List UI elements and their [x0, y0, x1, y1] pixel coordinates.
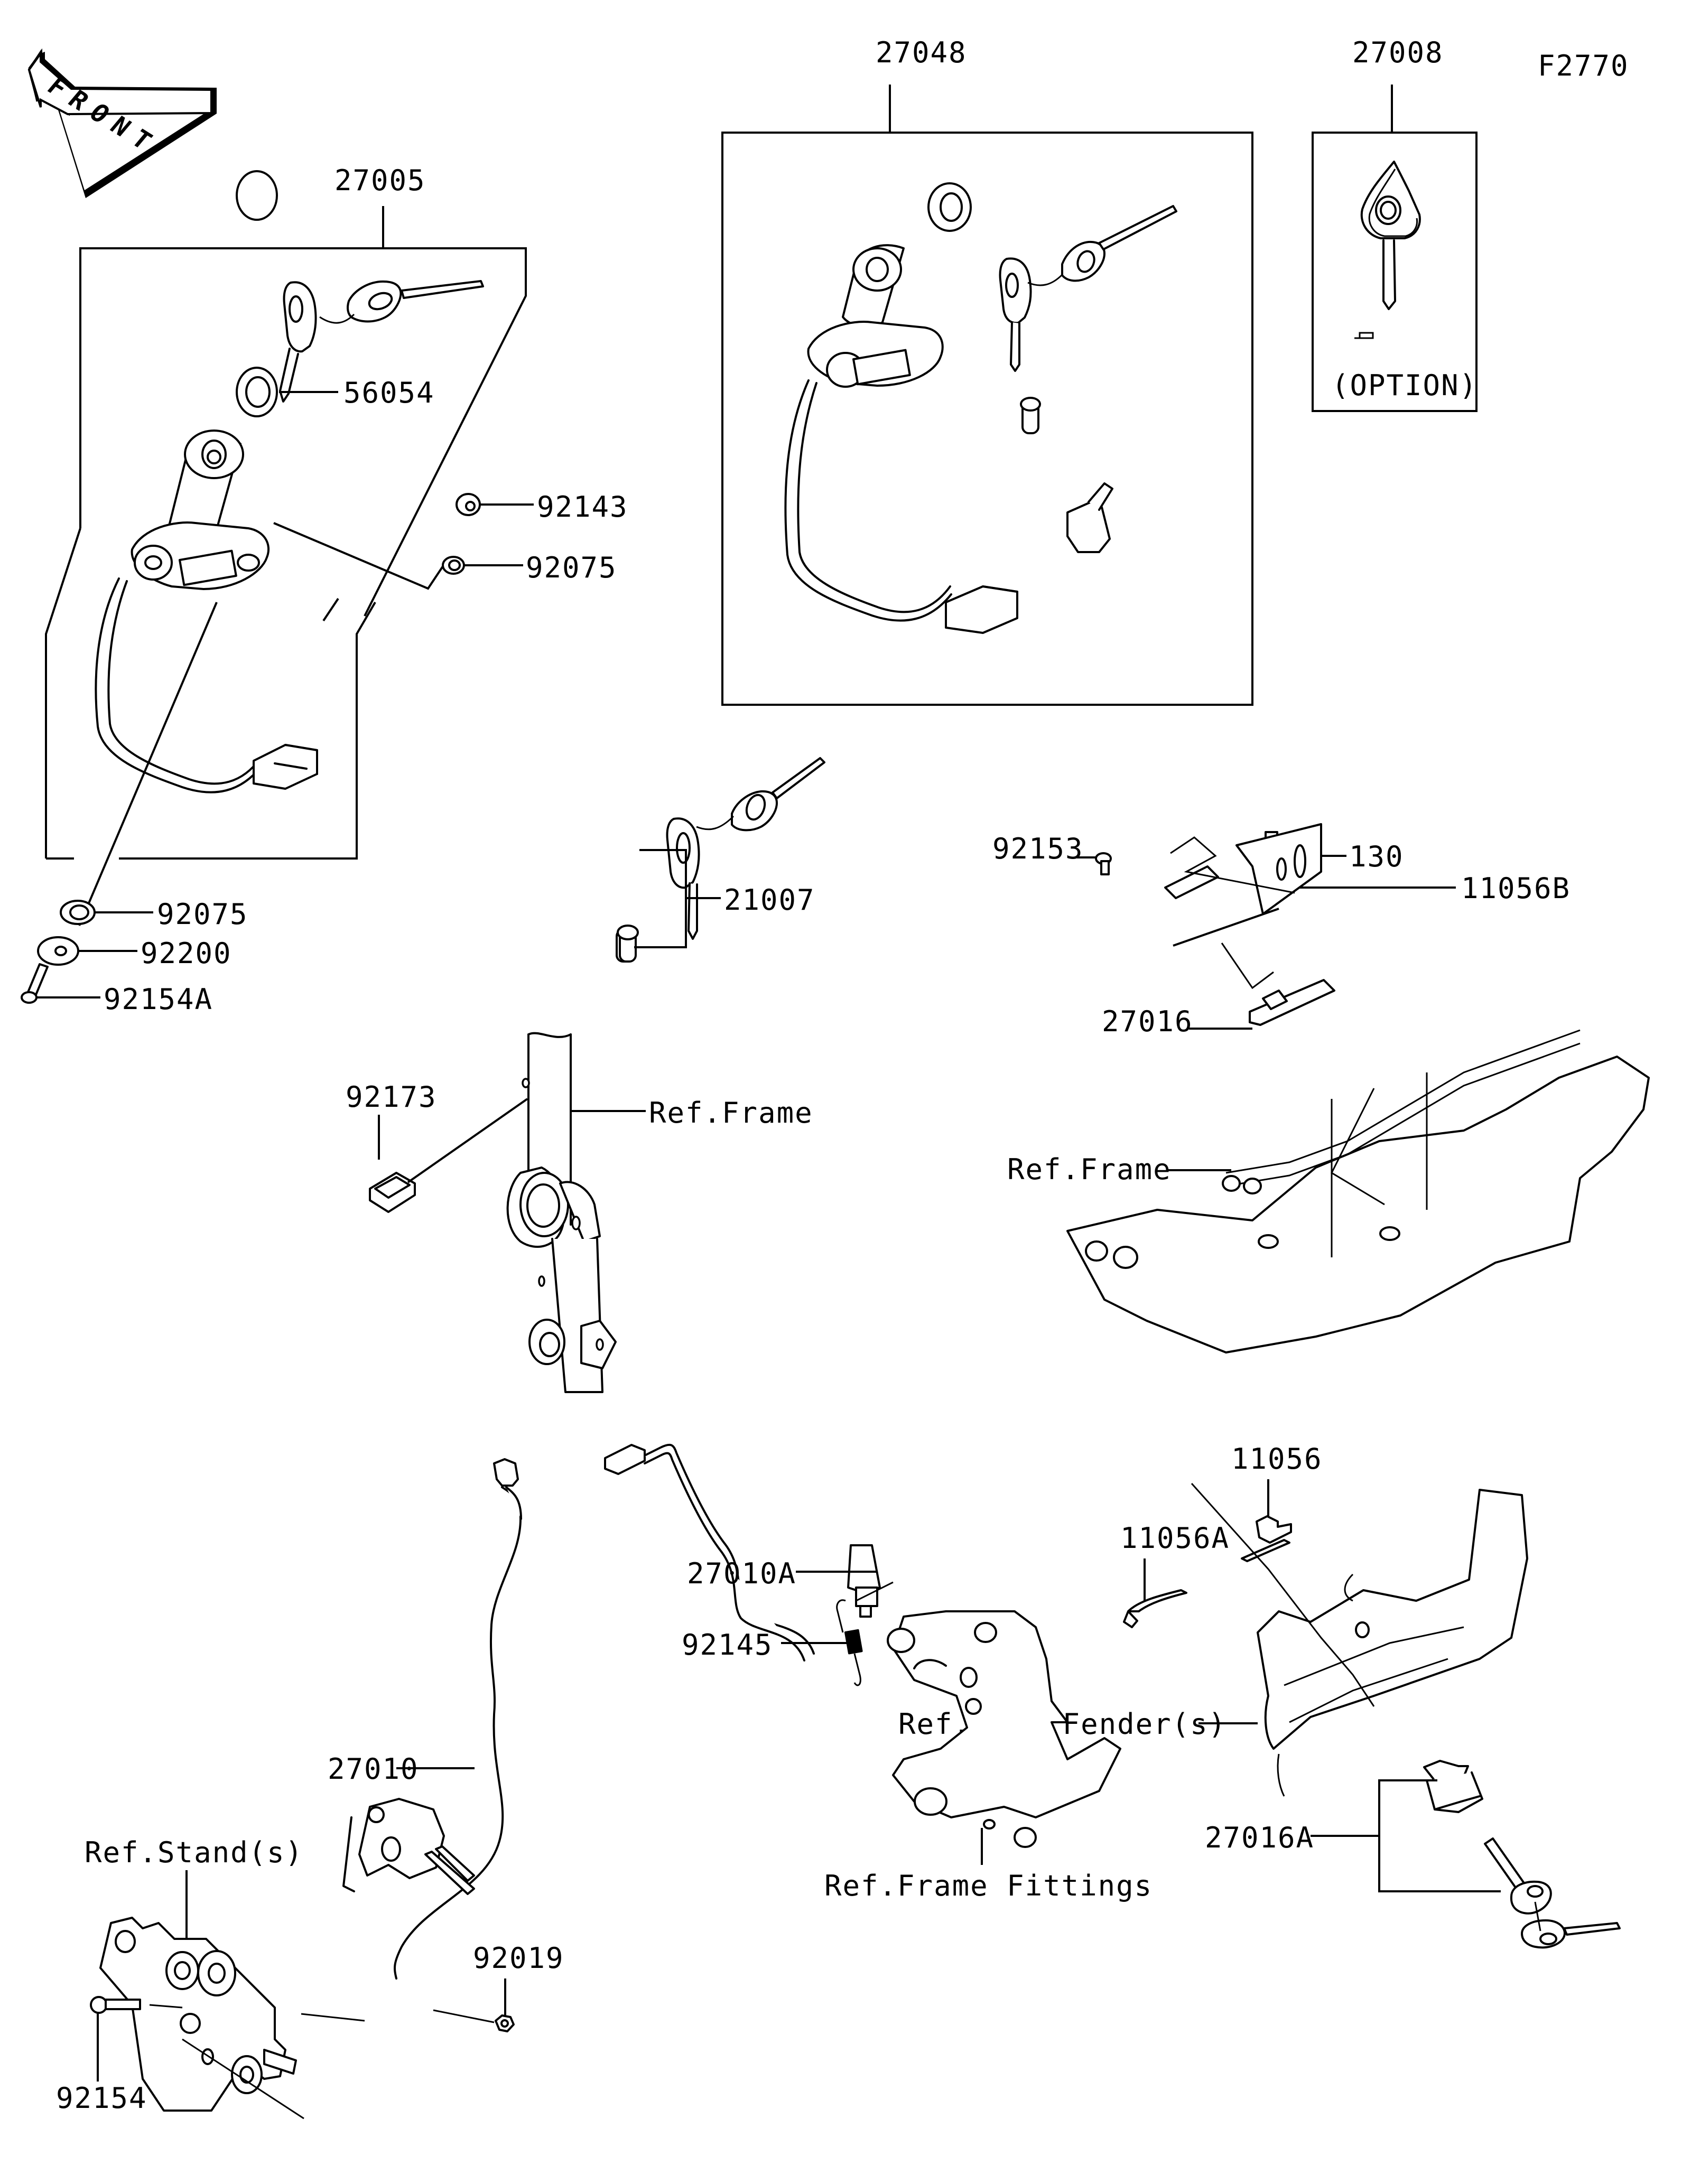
- ref-rear-fender: Ref.Rear Fender(s): [898, 1707, 1227, 1741]
- callout-27008: 27008: [1352, 36, 1444, 69]
- callout-21007: 21007: [724, 883, 815, 917]
- ignition-switch-icon: [95, 430, 318, 794]
- callout-27005: 27005: [335, 164, 426, 197]
- callout-27010A: 27010A: [687, 1557, 796, 1590]
- callout-92154A: 92154A: [104, 983, 213, 1016]
- callout-92153: 92153: [992, 832, 1084, 865]
- callout-92075-lower: 92075: [157, 898, 248, 931]
- washer-56054-icon: [236, 170, 278, 221]
- callout-130: 130: [1349, 840, 1404, 873]
- bracket-11056-icon: [1241, 1515, 1292, 1562]
- callout-27016A: 27016A: [1205, 1821, 1314, 1854]
- cover-92173-icon: [369, 1172, 416, 1213]
- ref-stand: Ref.Stand(s): [85, 1836, 303, 1869]
- lock-27016A-icon: [1423, 1760, 1621, 1949]
- lock-27016-icon: [1249, 979, 1335, 1026]
- frame-arm-icon: [506, 1032, 617, 1393]
- bolt-92154-icon: [90, 1996, 141, 2014]
- blank-key-icon: [1354, 161, 1421, 339]
- nut-92019-icon: [495, 2014, 515, 2032]
- group-27005: [45, 206, 527, 860]
- callout-11056A: 11056A: [1120, 1522, 1230, 1555]
- callout-92075-upper: 92075: [526, 551, 617, 584]
- callout-27048: 27048: [876, 36, 967, 69]
- group-27008-box: [1312, 132, 1478, 412]
- key-pair-icon: [279, 280, 484, 403]
- key-and-cylinder-21007-icon: [616, 757, 825, 963]
- callout-92143: 92143: [537, 490, 628, 524]
- callout-11056: 11056: [1231, 1442, 1323, 1476]
- clip-11056A-icon: [1123, 1589, 1187, 1628]
- ref-frame-center: Ref.Frame: [649, 1096, 813, 1130]
- front-arrow-text: FRONT: [41, 72, 165, 160]
- frame-section-icon: [1066, 1029, 1650, 1354]
- sidestand-switch-27010-icon: [342, 1458, 522, 1980]
- callout-92019: 92019: [473, 1942, 564, 1975]
- option-note: (OPTION): [1332, 369, 1478, 402]
- callout-11056B: 11056B: [1461, 872, 1571, 905]
- callout-27010: 27010: [328, 1752, 419, 1786]
- bolt-92154A-icon: [21, 963, 49, 1004]
- front-arrow: FRONT: [27, 50, 217, 160]
- screw-92153-icon: [1095, 852, 1112, 875]
- ref-frame-fittings: Ref.Frame Fittings: [824, 1869, 1153, 1902]
- callout-27016: 27016: [1102, 1005, 1193, 1038]
- callout-92145: 92145: [682, 1628, 773, 1662]
- washer-56054-hole: [245, 376, 271, 408]
- callout-92173: 92173: [346, 1080, 437, 1114]
- group-27048-box: [721, 132, 1253, 706]
- stand-bracket-icon: [99, 1917, 304, 2120]
- rear-fender-icon: [1257, 1489, 1528, 1797]
- frame-fittings-icon: [887, 1610, 1121, 1848]
- ignition-switch-set-icon: [784, 182, 1177, 634]
- figure-id: F2770: [1538, 49, 1629, 82]
- ref-frame-right: Ref.Frame: [1007, 1153, 1172, 1186]
- bracket-11056B-icon: [1164, 823, 1322, 947]
- callout-92200: 92200: [141, 937, 232, 970]
- callout-92154: 92154: [56, 2082, 147, 2115]
- brake-switch-27010A-icon: [604, 1443, 881, 1662]
- callout-56054: 56054: [343, 376, 435, 409]
- spring-92145-icon: [836, 1599, 863, 1686]
